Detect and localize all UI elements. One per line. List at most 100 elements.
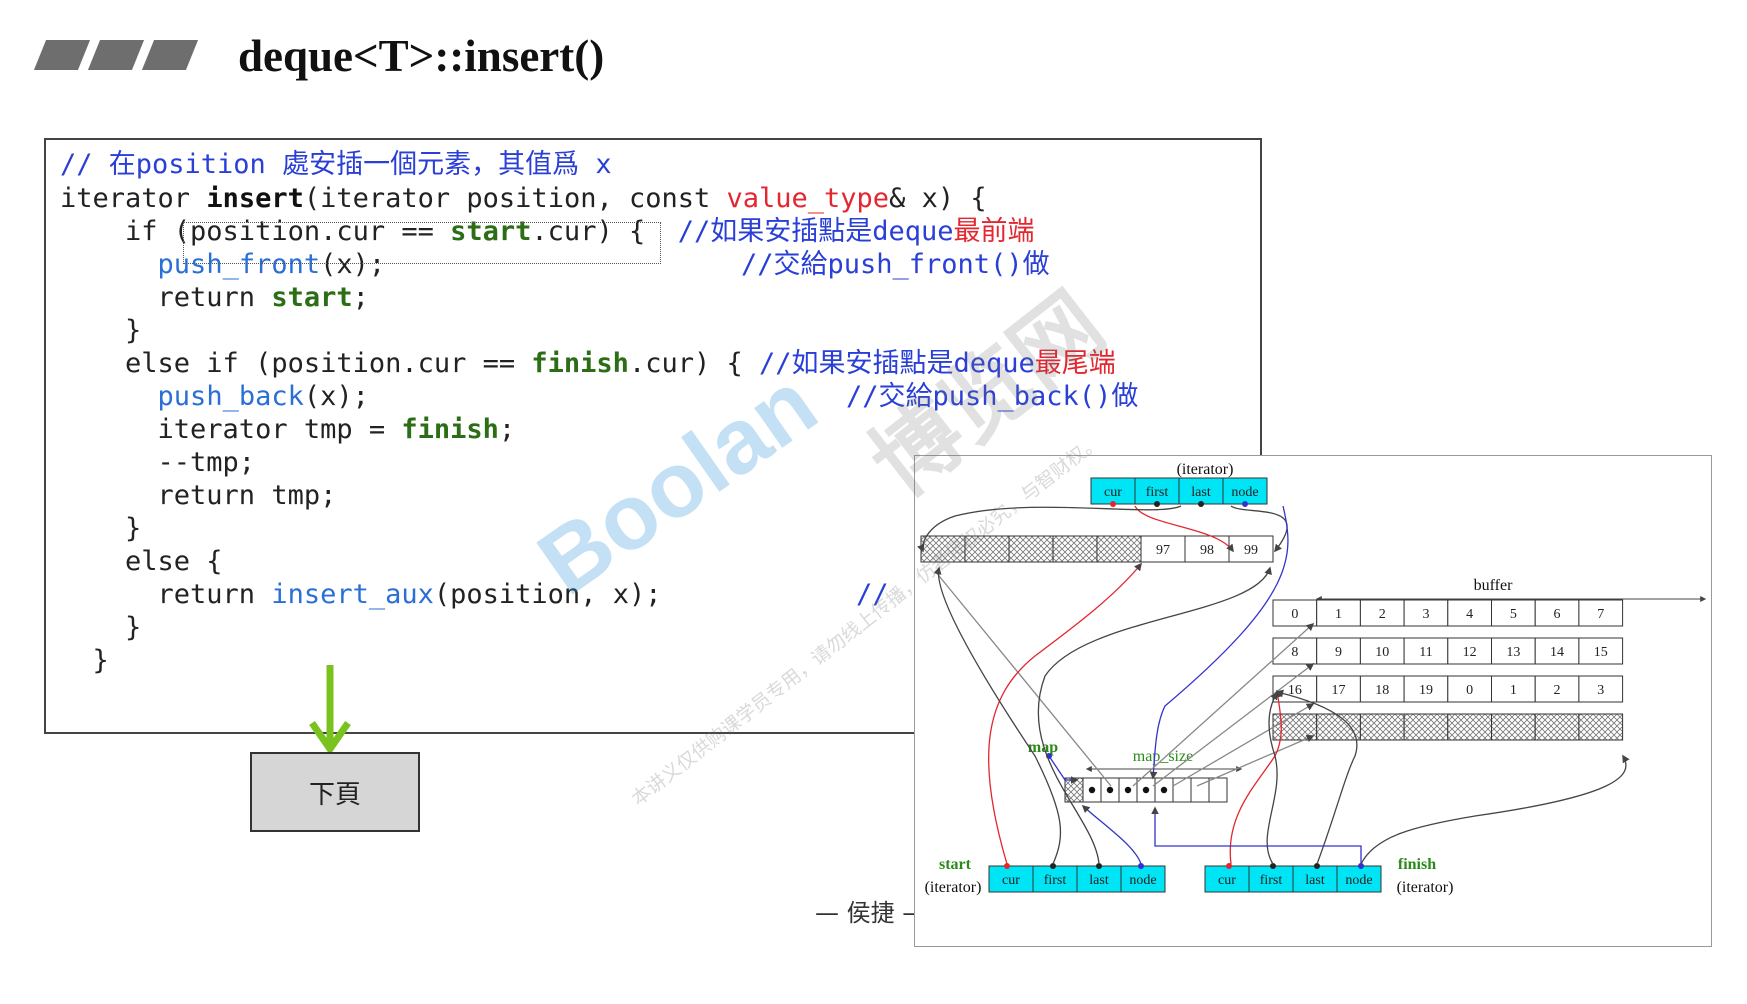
top-cur-pointer — [1134, 505, 1234, 553]
code-line: if (position.cur == start.cur) { //如果安插點… — [60, 216, 1035, 247]
map-cell — [1208, 777, 1228, 803]
map-size-label: map_size — [1133, 748, 1193, 765]
iterator-field-last — [1076, 865, 1122, 893]
pointer-dot — [1270, 863, 1276, 869]
start-last-pointer — [1037, 566, 1272, 865]
iterator-field-label: node — [1129, 873, 1156, 888]
buffer-cell — [1491, 675, 1536, 703]
buffer-cell — [1316, 713, 1361, 741]
buffer-cell — [920, 535, 966, 563]
code-line: } — [60, 612, 142, 643]
map-to-buffer-2 — [1152, 663, 1315, 787]
pointer-dot — [1358, 863, 1364, 869]
map-node-dot — [1088, 786, 1096, 794]
iterator-field-label: first — [1044, 873, 1067, 888]
buffer-cell — [1052, 535, 1098, 563]
iterator-field-label: cur — [1218, 873, 1236, 888]
iterator-field-label: first — [1146, 485, 1169, 500]
finish-first-pointer — [1266, 691, 1278, 865]
iterator-field-label: node — [1345, 873, 1372, 888]
pointer-dot — [1154, 501, 1160, 507]
buffer-cell-value: 1 — [1335, 607, 1342, 622]
buffer-cell-value: 10 — [1375, 645, 1389, 660]
finish-node-pointer — [1151, 806, 1362, 864]
pointer-dot — [1050, 863, 1056, 869]
title-decoration-bar — [141, 40, 199, 70]
buffer-cell-value: 9 — [1335, 645, 1342, 660]
top-first-pointer — [917, 505, 1182, 553]
buffer-cell-value: 4 — [1466, 607, 1473, 622]
page-title: deque<T>::insert() — [238, 31, 605, 81]
buffer-cell-value: 2 — [1379, 607, 1386, 622]
buffer-cell — [964, 535, 1010, 563]
code-line: push_front(x); — [157, 249, 386, 280]
buffer-cell — [1578, 637, 1624, 665]
finish-cur-pointer — [1229, 689, 1282, 865]
map-cell — [1064, 777, 1084, 803]
map-node-dot — [1142, 786, 1150, 794]
map-to-buffer-3 — [1172, 703, 1315, 787]
map-node-dot — [1160, 786, 1168, 794]
highlight-box — [183, 222, 661, 264]
iterator-field-label: last — [1305, 873, 1325, 888]
next-page-button[interactable]: 下頁 — [250, 752, 420, 832]
pointer-dot — [1314, 863, 1320, 869]
code-line: // 在position 處安插一個元素，其值爲 x — [60, 148, 612, 182]
start-cur-pointer — [987, 562, 1142, 865]
buffer-cell-value: 14 — [1550, 645, 1564, 660]
buffer-cell-value: 99 — [1244, 543, 1258, 558]
buffer-cell — [1359, 713, 1405, 741]
buffer-cell-value: 16 — [1288, 683, 1302, 698]
buffer-cell-value: 0 — [1466, 683, 1473, 698]
buffer-cell — [1534, 713, 1580, 741]
iterator-label: (iterator) — [1177, 461, 1234, 478]
map-node-dot — [1106, 786, 1114, 794]
buffer-cell-value: 2 — [1554, 683, 1561, 698]
start-label: start — [939, 856, 972, 873]
buffer-cell-value: 8 — [1291, 645, 1298, 660]
buffer-cell — [1228, 535, 1274, 563]
code-comment: //交給push_front()做 — [741, 249, 1050, 280]
buffer-cell-value: 3 — [1422, 607, 1429, 622]
title-decoration-bar — [87, 40, 145, 70]
map-label: map — [1028, 739, 1058, 756]
buffer-cell — [1534, 675, 1580, 703]
finish-label: finish — [1398, 856, 1436, 873]
buffer-cell — [1359, 637, 1405, 665]
buffer-cell — [1184, 535, 1230, 563]
code-line: else if (position.cur == finish.cur) { /… — [60, 348, 1116, 379]
buffer-cell-value: 11 — [1419, 645, 1432, 660]
pointer-dot — [1110, 501, 1116, 507]
code-line: else { — [60, 546, 223, 577]
buffer-label: buffer — [1474, 577, 1513, 594]
buffer-cell — [1491, 599, 1536, 627]
buffer-cell — [1447, 599, 1492, 627]
iterator-field-label: cur — [1104, 485, 1122, 500]
map-pointer — [1048, 755, 1079, 784]
iterator-field-first — [1134, 477, 1180, 505]
code-line: return insert_aux(position, x); — [60, 579, 662, 610]
buffer-cell — [1096, 535, 1142, 563]
buffer-cell — [1272, 713, 1318, 741]
code-block: // 在position 處安插一個元素，其值爲 x iterator inse… — [44, 138, 1262, 734]
buffer-cell — [1403, 713, 1449, 741]
iterator-field-label: cur — [1002, 873, 1020, 888]
code-comment: // 在position 處安插一個元素，其值爲 x — [60, 149, 612, 180]
code-comment: // — [856, 579, 905, 610]
buffer-cell-value: 17 — [1332, 683, 1346, 698]
buffer-cell-value: 6 — [1554, 607, 1561, 622]
code-line: push_back(x); — [157, 381, 369, 412]
buffer-cell — [1359, 599, 1405, 627]
finish-last-pointer — [1275, 689, 1358, 865]
iterator-field-label: node — [1231, 485, 1258, 500]
code-line: return start; — [60, 282, 369, 313]
buffer-cell-value: 12 — [1463, 645, 1477, 660]
buffer-cell — [1447, 637, 1492, 665]
code-line: } — [60, 645, 109, 676]
start-iterator-label: (iterator) — [925, 879, 982, 896]
buffer-cell-value: 5 — [1510, 607, 1517, 622]
